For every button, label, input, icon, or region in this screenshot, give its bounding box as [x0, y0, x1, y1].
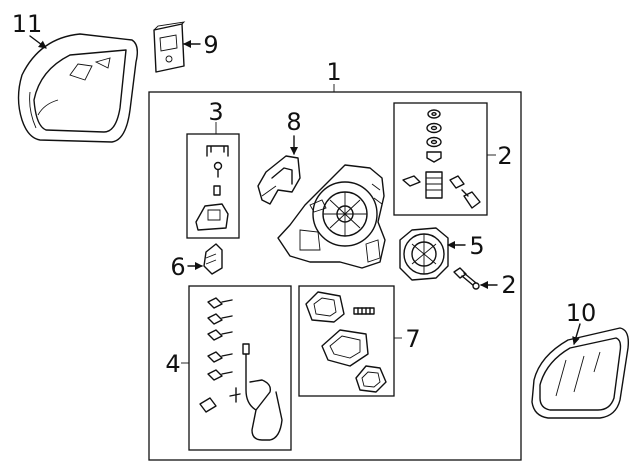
seal-kit-part[interactable] [305, 291, 387, 393]
mirror-motor-part[interactable] [399, 227, 449, 281]
mirror-cover-part[interactable] [17, 33, 139, 143]
bracket-part[interactable] [153, 21, 186, 73]
callout-6[interactable]: 6 [170, 253, 185, 281]
callout-1[interactable]: 1 [326, 58, 341, 86]
box-part-2 [393, 102, 488, 216]
connector-part[interactable] [203, 243, 223, 275]
box-part-4 [188, 285, 292, 451]
callout-2-lower[interactable]: 2 [501, 271, 516, 299]
callout-11[interactable]: 11 [12, 10, 43, 38]
callout-3[interactable]: 3 [208, 98, 223, 126]
screw-part[interactable] [453, 267, 480, 290]
callout-8[interactable]: 8 [286, 108, 301, 136]
wiring-harness-part[interactable] [199, 297, 283, 441]
callout-9[interactable]: 9 [203, 31, 218, 59]
washer-spring-kit-part[interactable] [402, 109, 481, 209]
callout-4[interactable]: 4 [165, 350, 180, 378]
callout-10[interactable]: 10 [566, 299, 597, 327]
mirror-base-housing-part[interactable] [277, 164, 386, 269]
box-part-3 [186, 133, 240, 239]
clip-kit-part[interactable] [195, 145, 229, 231]
assembly-frame [148, 91, 522, 461]
box-part-7 [298, 285, 395, 397]
mirror-glass-part[interactable] [531, 327, 630, 419]
callout-7[interactable]: 7 [405, 325, 420, 353]
callout-2-upper[interactable]: 2 [497, 142, 512, 170]
callout-5[interactable]: 5 [469, 232, 484, 260]
mount-bracket-part[interactable] [257, 155, 301, 205]
